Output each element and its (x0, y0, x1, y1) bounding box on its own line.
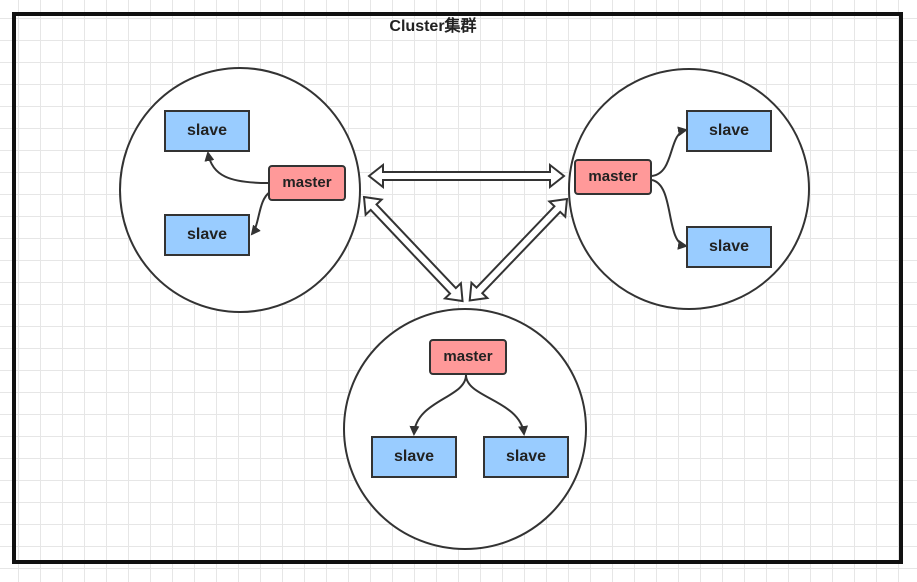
master-node-left[interactable]: master (268, 165, 346, 201)
slave-node-left-top[interactable]: slave (164, 110, 250, 152)
connector-left-upper (204, 151, 269, 184)
connector-right-lower (651, 179, 688, 250)
slave-node-right-top[interactable]: slave (686, 110, 772, 152)
double-arrow-left-bottom (362, 195, 464, 303)
connector-bottom-right (465, 374, 529, 436)
diagram-title: Cluster集群 (389, 18, 477, 35)
group-circle-bottom (343, 308, 587, 550)
connector-bottom-left (409, 374, 467, 436)
slave-node-bottom-right[interactable]: slave (483, 436, 569, 478)
double-arrow-left-right (367, 162, 566, 190)
connector-right-upper (651, 126, 688, 177)
slave-node-left-bottom[interactable]: slave (164, 214, 250, 256)
double-arrow-right-bottom (468, 197, 569, 302)
connector-left-lower (250, 191, 271, 236)
slave-node-bottom-left[interactable]: slave (371, 436, 457, 478)
master-node-bottom[interactable]: master (429, 339, 507, 375)
slave-node-right-bottom[interactable]: slave (686, 226, 772, 268)
master-node-right[interactable]: master (574, 159, 652, 195)
cluster-frame (12, 12, 903, 564)
